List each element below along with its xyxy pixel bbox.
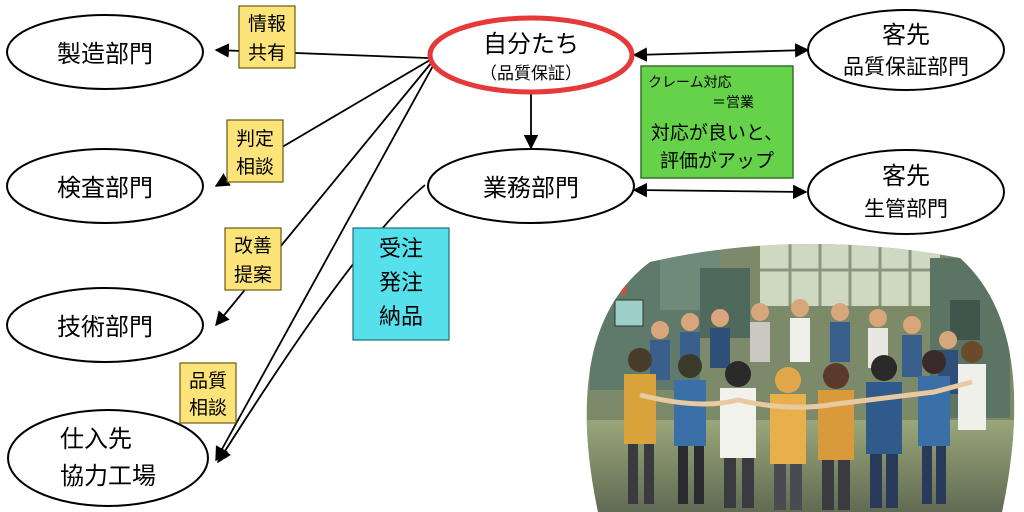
note-line1: クレーム対応	[648, 75, 732, 91]
tag-orders-line1: 受注	[379, 237, 423, 262]
tag-improvement-line2: 提案	[234, 264, 272, 286]
tag-orders-line3: 納品	[379, 305, 423, 330]
tag-orders: 受注 発注 納品	[352, 227, 450, 341]
node-customer-qa-line2: 品質保証部門	[843, 55, 969, 79]
node-self: 自分たち （品質保証）	[427, 15, 635, 95]
note-line4: 評価がアップ	[660, 150, 774, 172]
node-supplier: 仕入先 協力工場	[7, 409, 209, 507]
note-line2: ＝営業	[712, 95, 754, 111]
tag-quality-consult: 品質 相談	[179, 362, 237, 424]
note-claim-handling: クレーム対応 ＝営業 対応が良いと、 評価がアップ	[640, 65, 794, 179]
node-customer-qa: 客先 品質保証部門	[807, 9, 1005, 91]
edge-self-customer-qa	[632, 43, 810, 62]
node-customer-pc: 客先 生管部門	[807, 149, 1005, 235]
node-supplier-line1: 仕入先	[60, 425, 132, 453]
node-customer-pc-line1: 客先	[882, 162, 930, 190]
edges	[214, 43, 810, 464]
node-self-line1: 自分たち	[483, 30, 579, 58]
tag-info-share-line1: 情報	[248, 13, 286, 35]
node-inspection: 検査部門	[6, 148, 204, 224]
tag-judgment-line1: 判定	[236, 128, 274, 150]
tag-judgment: 判定 相談	[226, 119, 284, 183]
tag-improvement-line1: 改善	[234, 235, 272, 257]
tag-improvement: 改善 提案	[224, 227, 282, 291]
tag-quality-consult-line1: 品質	[189, 370, 227, 392]
tag-info-share-line2: 共有	[248, 42, 286, 64]
node-business: 業務部門	[427, 148, 635, 224]
node-inspection-label: 検査部門	[57, 174, 153, 202]
note-line3: 対応が良いと、	[651, 122, 783, 144]
node-supplier-line2: 協力工場	[60, 462, 156, 490]
node-engineering: 技術部門	[6, 287, 204, 363]
factory-workers-circle-illustration	[586, 243, 1015, 512]
node-business-label: 業務部門	[483, 174, 579, 202]
node-self-line2: （品質保証）	[480, 64, 582, 84]
node-customer-pc-line2: 生管部門	[864, 197, 948, 221]
node-manufacturing-label: 製造部門	[57, 40, 153, 68]
edge-business-supplier	[217, 184, 426, 464]
node-manufacturing: 製造部門	[6, 14, 204, 90]
edge-self-supplier	[215, 63, 435, 462]
tag-judgment-line2: 相談	[236, 156, 274, 178]
tag-orders-line2: 発注	[379, 271, 423, 296]
tag-info-share: 情報 共有	[238, 5, 296, 69]
edge-business-customer-pc	[632, 182, 808, 200]
node-engineering-label: 技術部門	[57, 313, 153, 341]
tag-quality-consult-line2: 相談	[189, 397, 227, 419]
node-customer-qa-line1: 客先	[882, 21, 930, 49]
